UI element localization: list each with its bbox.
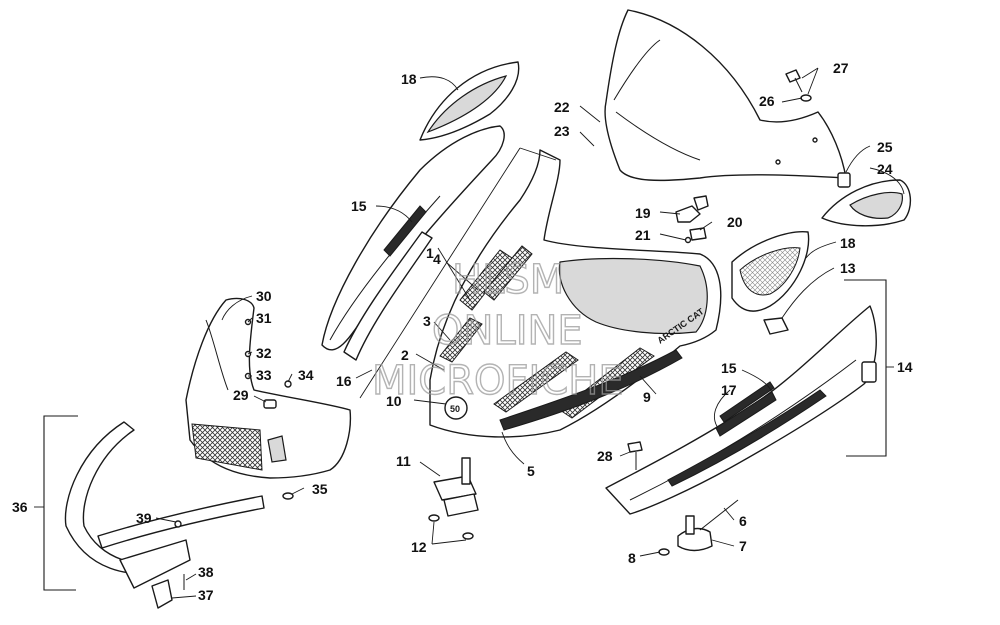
callout-25: 25	[877, 139, 893, 155]
hood-badge-text: 50	[450, 404, 460, 414]
callout-1: 1	[426, 245, 434, 261]
callout-8: 8	[628, 550, 636, 566]
callout-10: 10	[386, 393, 402, 409]
callout-11: 11	[396, 453, 411, 469]
watermark: HLSM ONLINE MICROFICHE	[371, 256, 624, 404]
hood-part: ARCTIC CAT 50	[429, 149, 722, 438]
callout-23: 23	[554, 123, 570, 139]
bracket-7-part	[658, 499, 739, 556]
callout-21: 21	[635, 227, 651, 243]
callout-31: 31	[256, 310, 272, 326]
front-bumper-part	[64, 421, 265, 609]
callout-13: 13	[840, 260, 856, 276]
windshield-part	[604, 9, 847, 182]
leader-lines	[155, 67, 905, 599]
callout-9: 9	[643, 389, 651, 405]
side-panel-right-part	[605, 305, 877, 515]
washer-26-part	[800, 94, 812, 102]
callout-34: 34	[298, 367, 314, 383]
bracket-19-part	[675, 195, 709, 244]
callout-37: 37	[198, 587, 214, 603]
watermark-line-3: MICROFICHE	[372, 358, 624, 404]
callout-39: 39	[136, 510, 152, 526]
callout-4: 4	[433, 251, 441, 267]
callout-35: 35	[312, 481, 328, 497]
watermark-line-2: ONLINE	[432, 308, 583, 354]
screw-27-part	[785, 69, 803, 93]
callout-3: 3	[423, 313, 431, 329]
bracket-36-line	[43, 415, 78, 591]
callout-24: 24	[877, 161, 893, 177]
callout-17: 17	[721, 382, 737, 398]
callout-33: 33	[256, 367, 272, 383]
callout-14: 14	[897, 359, 913, 375]
callout-12: 12	[411, 539, 427, 555]
callout-32: 32	[256, 345, 272, 361]
callout-36: 36	[12, 499, 28, 515]
callout-6: 6	[739, 513, 747, 529]
callout-15-left: 15	[351, 198, 367, 214]
callout-30: 30	[256, 288, 272, 304]
callout-26: 26	[759, 93, 775, 109]
callout-18-right: 18	[840, 235, 856, 251]
callout-labels: 18 15 1 4 3 2 16 10 5 9 11 12 22 23 27 2…	[12, 60, 913, 603]
clip-13-part	[763, 317, 789, 335]
callout-27: 27	[833, 60, 849, 76]
mirror-part	[821, 172, 911, 227]
top-vent-18-part	[419, 61, 520, 141]
callout-5: 5	[527, 463, 535, 479]
callout-2: 2	[401, 347, 409, 363]
callout-22: 22	[554, 99, 570, 115]
callout-16: 16	[336, 373, 352, 389]
callout-18-top: 18	[401, 71, 417, 87]
trim-strip-16-part	[343, 231, 433, 361]
callout-15-right: 15	[721, 360, 737, 376]
callout-7: 7	[739, 538, 747, 554]
nose-cover-part	[185, 297, 352, 500]
callout-38: 38	[198, 564, 214, 580]
hood-outline-lead	[359, 147, 557, 399]
callout-20: 20	[727, 214, 743, 230]
side-vent-18-part	[731, 231, 810, 312]
callout-19: 19	[635, 205, 651, 221]
callout-29: 29	[233, 387, 249, 403]
watermark-line-1: HLSM	[452, 257, 564, 303]
bracket-14-line	[844, 279, 887, 457]
callout-28: 28	[597, 448, 613, 464]
screw-28-part	[627, 441, 643, 470]
hinge-11-part	[428, 457, 479, 540]
